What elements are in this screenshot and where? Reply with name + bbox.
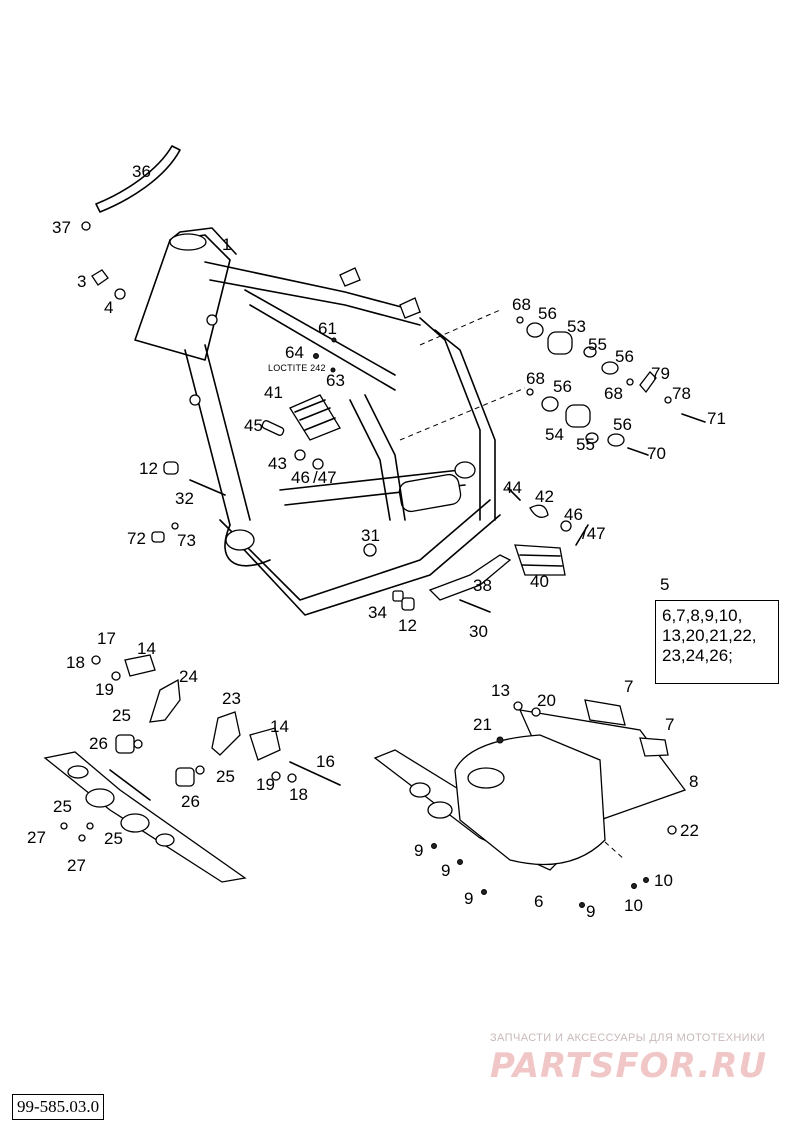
callout-55-lower: 55 <box>576 435 595 454</box>
callout-27-lower: 27 <box>67 856 86 875</box>
callout-22: 22 <box>680 821 699 840</box>
callout-78: 78 <box>672 384 691 403</box>
skid-plate-assembly <box>373 699 687 908</box>
callout-79: 79 <box>651 364 670 383</box>
callout-12-bottom: 12 <box>398 616 417 635</box>
callout-46-left: 46 <box>291 468 310 487</box>
callout-3: 3 <box>77 272 87 291</box>
callout-71: 71 <box>707 409 726 428</box>
kit-5-contents-box: 6,7,8,9,10, 13,20,21,22, 23,24,26; <box>655 600 779 684</box>
callout-25-upper: 25 <box>112 706 131 725</box>
callout-16: 16 <box>316 752 335 771</box>
callout-19-right: 19 <box>256 775 275 794</box>
callout-41: 41 <box>264 383 283 402</box>
callout-7-lower: 7 <box>665 715 675 734</box>
callout-68-top: 68 <box>512 295 531 314</box>
breather-hose <box>95 145 181 213</box>
callout-18-right: 18 <box>289 785 308 804</box>
callout-17: 17 <box>97 629 116 648</box>
callout-37: 37 <box>52 218 71 237</box>
callout-55-top: 55 <box>588 335 607 354</box>
callout-40: 40 <box>530 572 549 591</box>
callout-32: 32 <box>175 489 194 508</box>
callout-38: 38 <box>473 576 492 595</box>
callout-19-left: 19 <box>95 680 114 699</box>
engine-hanger-parts <box>399 309 706 456</box>
callout-1: 1 <box>222 235 232 254</box>
callout-61: 61 <box>318 319 337 338</box>
watermark-tagline: ЗАПЧАСТИ И АКСЕССУАРЫ ДЛЯ МОТОТЕХНИКИ <box>490 1032 766 1044</box>
callout-12-left: 12 <box>139 459 158 478</box>
callout-68-lower: 68 <box>526 369 545 388</box>
frame-assembly <box>95 145 501 616</box>
callout-27-upper: 27 <box>27 828 46 847</box>
callout-4: 4 <box>104 298 114 317</box>
callout-64: 64 <box>285 343 304 362</box>
callout-63: 63 <box>326 371 345 390</box>
callout-56-lower-right: 56 <box>613 415 632 434</box>
kit-5-line-3: 23,24,26; <box>662 646 733 665</box>
callout-26-right: 26 <box>181 792 200 811</box>
skid-plate-mount-parts <box>43 654 341 883</box>
callout-70: 70 <box>647 444 666 463</box>
callout-9-c: 9 <box>464 889 474 908</box>
callout-68-right: 68 <box>604 384 623 403</box>
kit-5-line-2: 13,20,21,22, <box>662 626 757 645</box>
callout-14-right: 14 <box>270 717 289 736</box>
kit-5-line-1: 6,7,8,9,10, <box>662 606 743 625</box>
callout-24: 24 <box>179 667 198 686</box>
callout-30: 30 <box>469 622 488 641</box>
callout-10-a: 10 <box>654 871 673 890</box>
watermark-logo: PARTSFOR.RU <box>490 1046 768 1086</box>
callout-5: 5 <box>660 575 670 594</box>
callout-45: 45 <box>244 416 263 435</box>
callout-54: 54 <box>545 425 564 444</box>
drawing-code: 99-585.03.0 <box>12 1094 105 1120</box>
callout-20: 20 <box>537 691 556 710</box>
callout-14-left: 14 <box>137 639 156 658</box>
callout-56-lower: 56 <box>553 377 572 396</box>
loctite-note: LOCTITE 242 <box>268 363 326 373</box>
callout-47-right: /47 <box>582 524 606 543</box>
callout-21: 21 <box>473 715 492 734</box>
skid-plate-shell <box>454 734 606 866</box>
callout-7-upper: 7 <box>624 677 634 696</box>
callout-73: 73 <box>177 531 196 550</box>
head-tube <box>134 234 231 361</box>
callout-13: 13 <box>491 681 510 700</box>
callout-9-a: 9 <box>414 841 424 860</box>
callout-6: 6 <box>534 892 544 911</box>
callout-36: 36 <box>132 162 151 181</box>
callout-23: 23 <box>222 689 241 708</box>
callout-25-right: 25 <box>216 767 235 786</box>
frame-small-parts <box>81 221 589 613</box>
callout-9-b: 9 <box>441 861 451 880</box>
callout-47-left: /47 <box>313 468 337 487</box>
callout-43: 43 <box>268 454 287 473</box>
callout-9-d: 9 <box>586 902 596 921</box>
callout-18-left: 18 <box>66 653 85 672</box>
callout-25-lower-left: 25 <box>53 797 72 816</box>
callout-44: 44 <box>503 478 522 497</box>
callout-56-upper-right: 56 <box>615 347 634 366</box>
callout-31: 31 <box>361 526 380 545</box>
callout-25-lower-right: 25 <box>104 829 123 848</box>
callout-42: 42 <box>535 487 554 506</box>
callout-53: 53 <box>567 317 586 336</box>
callout-10-b: 10 <box>624 896 643 915</box>
callout-34: 34 <box>368 603 387 622</box>
callout-26-left: 26 <box>89 734 108 753</box>
callout-8: 8 <box>689 772 699 791</box>
callout-56-top: 56 <box>538 304 557 323</box>
callout-72: 72 <box>127 529 146 548</box>
callout-46-right: 46 <box>564 505 583 524</box>
